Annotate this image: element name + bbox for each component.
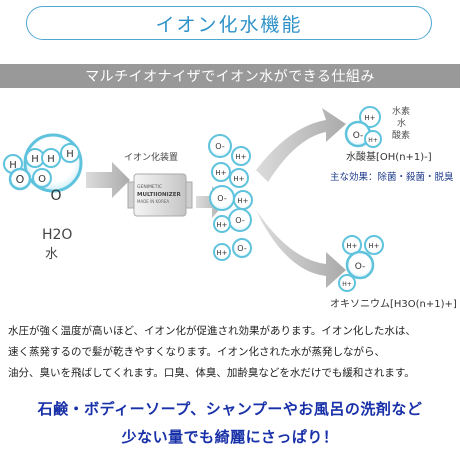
hydroxide-label: 水酸基[OH(n+1)-] [346,150,432,163]
arrow-to-oxonium [256,210,346,288]
atom-label: O [16,173,25,186]
atom-label: H [9,160,17,171]
description-line: 速く蒸発するので髪が乾きやすくなります。イオン化された水が蒸発しながら、 [8,346,385,358]
effects-label: 主な効果：除菌・殺菌・脱臭 [330,171,454,183]
section-banner: マルチイオナイザでイオン水ができる仕組み [0,64,460,88]
ion-label: H+ [342,281,352,288]
ion-label: O- [237,244,247,253]
slogan-line-2: 少ない量でも綺麗にさっぱり！ [121,428,339,446]
water-formula: H2O [42,227,72,243]
device-label: イオン化装置 [124,151,178,163]
device-brand: GENIMETIC [137,184,162,190]
atom-label: H [47,154,55,165]
description-paragraph: 水圧が強く温度が高いほど、イオン化が促進され効果があります。イオン化した水は、 … [8,321,456,384]
title-box: イオン化水機能 [26,6,432,40]
ionizer-device: GENIMETIC MULTIIONIZER MADE IN KOREA [127,173,193,217]
ion-label: H+ [235,153,246,161]
slogan-line-1: 石鹸・ボディーソープ、シャンプーやお風呂の洗剤など [37,400,423,418]
oxonium-label: オキソニウム[H3O(n+1)+] [330,298,457,310]
water-molecule: H H O H H O O [3,133,83,204]
oxygen-label: 酸素 [392,129,410,141]
ion-label: H+ [216,221,227,229]
arrow-to-hydroxide [256,108,346,182]
ion-label: O- [355,262,366,272]
atom-label: H [66,149,74,160]
water-mid-label: 水 [397,117,406,129]
ion-label: O- [217,194,227,203]
description-line: 水圧が強く温度が高いほど、イオン化が促進され効果があります。イオン化した水は、 [8,325,416,337]
hydroxide-molecule: H+ O- H+ [344,106,382,148]
hydrogen-label: 水素 [392,105,410,117]
device-name: MULTIIONIZER [137,192,181,198]
ion-label: O- [353,131,364,141]
water-label: 水 [45,247,58,262]
atom-label: O [50,188,61,204]
ionization-diagram: H H O H H O O H2O 水 イオン化装置 GENIMETIC MUL… [3,105,457,310]
atom-label: H [31,154,39,165]
ion-label: H+ [237,197,248,205]
arrow-to-device [86,162,130,198]
ion-label: H+ [368,242,379,250]
ion-label: H+ [233,175,244,183]
ion-label: H+ [216,249,227,257]
ion-label: O- [235,216,245,225]
page-title: イオン化水機能 [155,13,303,36]
banner-text: マルチイオナイザでイオン水ができる仕組み [85,69,375,85]
ion-label: H+ [215,169,226,177]
description-line: 油分、臭いを飛ばしてくれます。口臭、体臭、加齢臭などを水だけでも緩和されます。 [8,367,415,379]
ion-label: H+ [364,114,375,122]
atom-label: O [38,174,46,185]
device-origin: MADE IN KOREA [137,199,169,204]
ion-label: H+ [346,242,357,250]
ion-cluster: O- H+ H+ H+ O- H+ O- H+ O- H+ [208,134,253,261]
ion-label: H+ [368,137,378,144]
oxonium-molecule: H+ H+ O- H+ [338,235,384,292]
ion-label: O- [215,142,225,151]
